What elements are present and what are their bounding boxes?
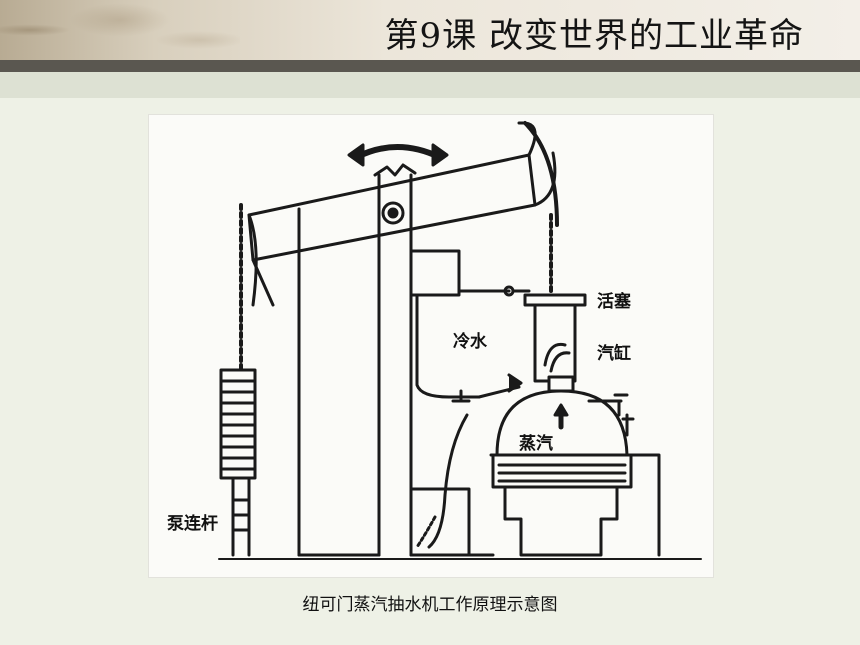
siphon-pipe xyxy=(427,413,469,549)
cylinder xyxy=(533,303,577,383)
rocking-arrow xyxy=(354,144,442,160)
label-steam: 蒸汽 xyxy=(519,434,553,454)
engine-drawing xyxy=(218,121,702,560)
cold-water-cistern xyxy=(409,249,461,297)
label-cold-water: 冷水 xyxy=(453,332,487,352)
figure-caption: 纽可门蒸汽抽水机工作原理示意图 xyxy=(302,595,558,615)
furnace xyxy=(503,485,619,557)
water-pipe xyxy=(415,293,481,399)
label-pump-rod: 泵连杆 xyxy=(167,514,218,534)
slide-title: 第9课 改变世界的工业革命 xyxy=(384,16,804,56)
newcomen-engine-diagram: 活塞 冷水 汽缸 蒸汽 泵连杆 xyxy=(148,114,714,578)
post xyxy=(377,173,413,557)
header-divider xyxy=(0,60,860,72)
header-subband xyxy=(0,72,860,98)
label-piston: 活塞 xyxy=(597,292,631,312)
pivot xyxy=(381,201,405,225)
label-cylinder: 汽缸 xyxy=(597,344,631,364)
header-bar xyxy=(0,0,860,60)
water-tank xyxy=(409,487,471,557)
